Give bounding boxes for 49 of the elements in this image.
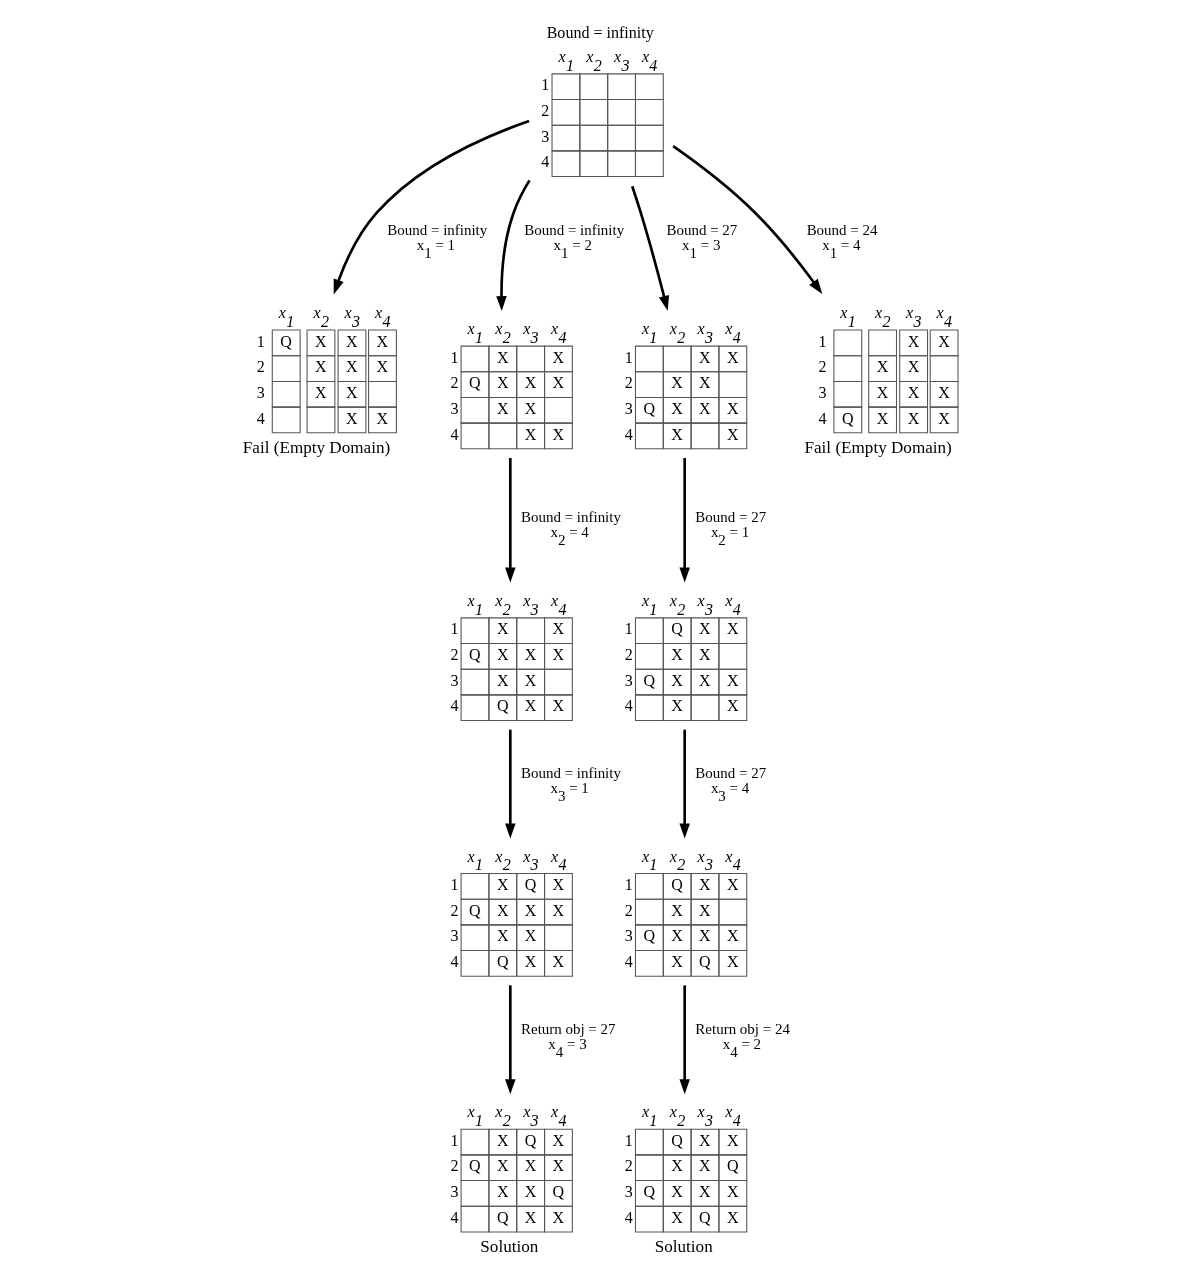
node-label: 1: [256, 332, 265, 350]
node-label: 2: [540, 102, 549, 120]
node-label: 3: [817, 384, 826, 402]
node-label: 1: [817, 332, 826, 350]
node-label: 1: [449, 1131, 458, 1149]
node-label: 2: [449, 646, 458, 664]
node-label: 3: [449, 1183, 458, 1201]
node-label: 1: [624, 348, 633, 366]
node-label: 1: [449, 620, 458, 638]
node-label: Fail (Empty Domain): [242, 437, 390, 457]
node-label: 3: [449, 927, 458, 945]
node-label: 3: [624, 1183, 633, 1201]
node-label: 3: [540, 127, 549, 145]
node-label: 3: [449, 671, 458, 689]
node-label: 4: [256, 409, 265, 427]
node-label: 2: [624, 646, 633, 664]
node-label: Solution: [479, 1237, 538, 1257]
node-label: 4: [624, 425, 633, 443]
node-label: 1: [624, 876, 633, 894]
node-label: 3: [449, 400, 458, 418]
node-label: 4: [449, 953, 458, 971]
node-label: 1: [624, 620, 633, 638]
node-label: 2: [256, 358, 265, 376]
node-label: 4: [540, 153, 549, 171]
node-label: 2: [624, 901, 633, 919]
node-label: 4: [449, 425, 458, 443]
node-label: 3: [624, 927, 633, 945]
node-label: 3: [624, 400, 633, 418]
node-label: 2: [449, 901, 458, 919]
node-label: 3: [624, 671, 633, 689]
node-label: Solution: [654, 1237, 713, 1257]
node-label: 4: [449, 697, 458, 715]
node-label: 1: [449, 876, 458, 894]
node-label: 2: [817, 358, 826, 376]
node-label: 2: [449, 374, 458, 392]
node-label: 1: [540, 76, 549, 94]
node-label: 4: [449, 1208, 458, 1226]
node-label: 3: [256, 384, 265, 402]
node-label: 1: [449, 348, 458, 366]
node-label: 4: [817, 409, 826, 427]
node-label: 2: [624, 1157, 633, 1175]
node-label: 2: [624, 374, 633, 392]
node-label: 4: [624, 697, 633, 715]
node-label: Fail (Empty Domain): [804, 437, 952, 457]
node-label: 1: [624, 1131, 633, 1149]
node-label: Bound = infinity: [546, 23, 654, 41]
node-label: 4: [624, 953, 633, 971]
node-label: 2: [449, 1157, 458, 1175]
node-label: 4: [624, 1208, 633, 1226]
